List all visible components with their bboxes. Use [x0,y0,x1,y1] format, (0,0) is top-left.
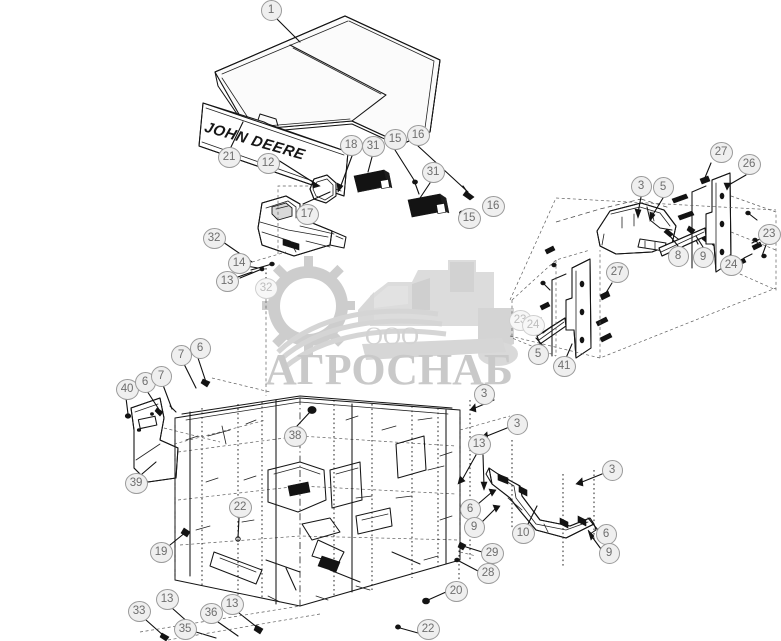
callout-balloon-7[interactable]: 7 [170,344,192,366]
part-bolts-27-cluster [671,193,695,221]
leader-item-12 [277,159,321,254]
callout-balloon-31[interactable]: 31 [421,161,445,183]
leader-item-21 [230,121,244,148]
callout-balloon-6[interactable]: 6 [189,337,211,359]
part-bolt-27-right [699,162,712,185]
callout-balloon-22[interactable]: 22 [228,496,252,518]
callout-balloon-10[interactable]: 10 [511,522,535,544]
part-latch-block-upper [353,169,393,193]
callout-balloon-39[interactable]: 39 [124,472,148,494]
callout-balloon-3[interactable]: 3 [506,413,528,435]
callout-balloon-22[interactable]: 22 [416,618,440,640]
leaders-item-13 [457,454,488,491]
callout-balloon-8[interactable]: 8 [667,245,689,267]
callout-balloon-36[interactable]: 36 [199,602,223,624]
part-hinge-bracket-left [130,397,221,483]
callout-balloon-33[interactable]: 33 [127,600,151,622]
leader-item-39 [141,461,157,475]
callout-balloon-12[interactable]: 12 [256,152,280,174]
callout-balloon-31[interactable]: 31 [361,135,385,157]
callout-balloon-41[interactable]: 41 [552,355,576,377]
part-latch-block-lower [407,193,450,218]
part-nameplate-strip: JOHN DEERE [198,102,349,197]
leaders-items-8-9 [669,235,704,248]
leaders-item-31 [367,156,431,199]
callout-balloon-15[interactable]: 15 [383,128,407,150]
callout-balloon-18[interactable]: 18 [339,134,363,156]
callout-balloon-13[interactable]: 13 [467,433,491,455]
callout-balloon-3[interactable]: 3 [630,175,652,197]
leaders-items-6-9-right [587,517,602,550]
construction-line-bracket-box [509,197,777,301]
part-fastener-19 [169,527,191,546]
callout-balloon-26[interactable]: 26 [737,153,761,175]
callout-balloon-20[interactable]: 20 [444,580,468,602]
callout-balloon-27[interactable]: 27 [709,141,733,163]
part-latch-housing [257,195,347,257]
leader-item-17 [302,191,331,205]
part-fastener-38 [296,406,317,427]
callout-balloon-16[interactable]: 16 [481,195,505,217]
callout-balloon-27[interactable]: 27 [605,261,629,283]
leader-item-1 [276,18,301,43]
callout-balloon-6[interactable]: 6 [595,523,617,545]
leader-item-26 [723,174,747,191]
callout-balloon-32[interactable]: 32 [202,227,226,249]
callout-balloon-17[interactable]: 17 [295,203,319,225]
callout-balloon-40[interactable]: 40 [115,378,139,400]
part-pin-13-upper [239,266,265,279]
callout-balloon-32[interactable]: 32 [254,277,278,299]
leader-item-18 [336,155,353,193]
part-bracket-plate-left [536,258,592,359]
callout-balloon-15[interactable]: 15 [457,207,481,229]
part-hood-panel [214,15,441,147]
part-air-shroud [555,198,677,255]
callout-balloon-6[interactable]: 6 [459,498,481,520]
callout-balloon-16[interactable]: 16 [406,124,430,146]
part-cab-frame [174,395,461,607]
construction-line-right-low [459,551,477,557]
leaders-items-3-5 [634,196,664,222]
callout-balloon-28[interactable]: 28 [476,562,500,584]
callout-balloon-29[interactable]: 29 [480,542,504,564]
callout-balloon-23[interactable]: 23 [757,223,781,245]
callout-balloon-24[interactable]: 24 [719,254,743,276]
leaders-items-6-9-left [477,488,501,523]
callout-balloon-1[interactable]: 1 [260,0,282,21]
part-step-shield [485,467,597,539]
callout-balloon-5[interactable]: 5 [652,176,674,198]
callout-balloon-35[interactable]: 35 [173,618,197,640]
part-gasket-ring [309,174,337,204]
callout-balloon-13[interactable]: 13 [215,270,239,292]
callout-balloon-5[interactable]: 5 [527,343,549,365]
callout-balloon-14[interactable]: 14 [227,252,251,274]
part-fasteners-6-7-left [146,384,177,417]
part-pointer-22 [235,517,241,542]
construction-line-left [173,419,267,445]
callout-balloon-3[interactable]: 3 [473,383,495,405]
part-bolts-27-left [595,282,613,343]
callout-balloon-24[interactable]: 24 [521,314,545,336]
part-fasteners-upper [412,179,475,201]
part-fastener-40 [124,397,132,419]
callout-balloon-13[interactable]: 13 [220,593,244,615]
callout-balloon-7[interactable]: 7 [150,365,172,387]
callout-balloon-6[interactable]: 6 [134,371,156,393]
callout-balloon-19[interactable]: 19 [149,541,173,563]
construction-line-right [459,415,511,431]
callout-balloon-9[interactable]: 9 [463,516,485,538]
callout-balloon-13[interactable]: 13 [155,588,179,610]
leader-item-10 [527,505,538,525]
callout-balloon-21[interactable]: 21 [217,146,241,168]
part-fastener-20 [422,591,447,605]
callout-balloon-9[interactable]: 9 [692,246,714,268]
callout-balloon-38[interactable]: 38 [283,425,307,447]
callout-balloon-3[interactable]: 3 [601,459,623,481]
callout-balloon-9[interactable]: 9 [598,542,620,564]
part-fasteners-6-7-upper [183,357,271,393]
part-pointer-22-bottom [395,624,419,634]
